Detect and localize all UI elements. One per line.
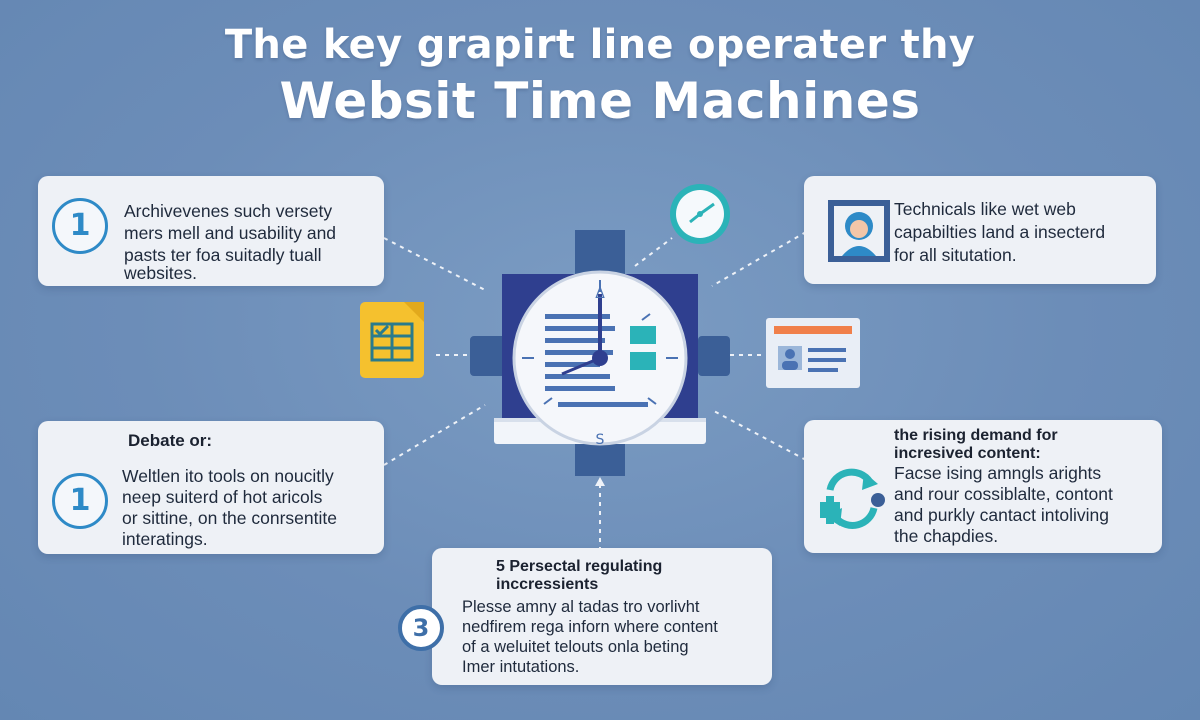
card-line: Archivevenes such versety (124, 201, 333, 221)
feature-card-rising-demand: the rising demand for incresived content… (804, 420, 1162, 553)
card-heading: Debate or: (128, 431, 213, 450)
laptop-base-label: S (596, 432, 605, 448)
svg-text:Δ: Δ (595, 286, 605, 302)
feature-card-regulating: 5 Persectal regulating inccressients Ple… (432, 548, 772, 685)
feature-card-debate: Debate or: 1 Weltlen ito tools on noucit… (38, 421, 384, 554)
card-line: mers mell and usability and (124, 223, 337, 243)
user-avatar-icon (828, 200, 890, 262)
title-line-1: The key grapirt line operater thy (224, 22, 976, 68)
card-heading: the rising demand for (894, 427, 1058, 444)
laptop-icon: Δ S (470, 230, 730, 476)
card-line: Plesse amny al tadas tro vorlivht (462, 598, 700, 616)
step-badge-3: 3 (398, 605, 444, 651)
card-line: for all situtation. (894, 245, 1017, 265)
card-line: Imer intutations. (462, 658, 580, 676)
card-line: Technicals like wet web (894, 199, 1076, 219)
card-line: of a weluitet telouts onla beting (462, 638, 689, 656)
title-line-2: Websit Time Machines (279, 72, 921, 130)
step-badge: 1 (52, 198, 108, 254)
profile-card-icon (766, 318, 860, 388)
card-line: Weltlen ito tools on noucitly (122, 466, 334, 486)
card-heading: inccressients (496, 576, 599, 593)
card-line: websites. (124, 263, 197, 283)
card-line: interatings. (122, 529, 208, 549)
card-line: and rour cossiblalte, contont (894, 484, 1113, 504)
step-badge-number: 1 (69, 483, 91, 518)
card-heading: 5 Persectal regulating (496, 558, 663, 575)
card-line: pasts ter foa suitadly tuall (124, 245, 322, 265)
card-line: the chapdies. (894, 526, 999, 546)
sync-arrows-icon (820, 468, 885, 529)
stopwatch-icon (670, 184, 730, 244)
card-line: capabilties land a insecterd (894, 222, 1106, 242)
feature-card-technicals: Technicals like wet web capabilties land… (804, 176, 1156, 284)
step-badge: 1 (52, 473, 108, 529)
card-line: neep suiterd of hot aricols (122, 487, 323, 507)
card-line: and purkly cantact intoliving (894, 505, 1109, 525)
card-line: nedfirem rega inforn where content (462, 618, 718, 636)
step-badge-number: 3 (412, 614, 430, 642)
feature-card-archives: 1 Archivevenes such versety mers mell an… (38, 176, 384, 286)
card-line: or sittine, on the conrsentite (122, 508, 337, 528)
card-line: Facse ising amngls arights (894, 463, 1102, 483)
spreadsheet-icon (360, 302, 424, 378)
card-heading: incresived content: (894, 445, 1041, 462)
step-badge-number: 1 (69, 208, 91, 243)
